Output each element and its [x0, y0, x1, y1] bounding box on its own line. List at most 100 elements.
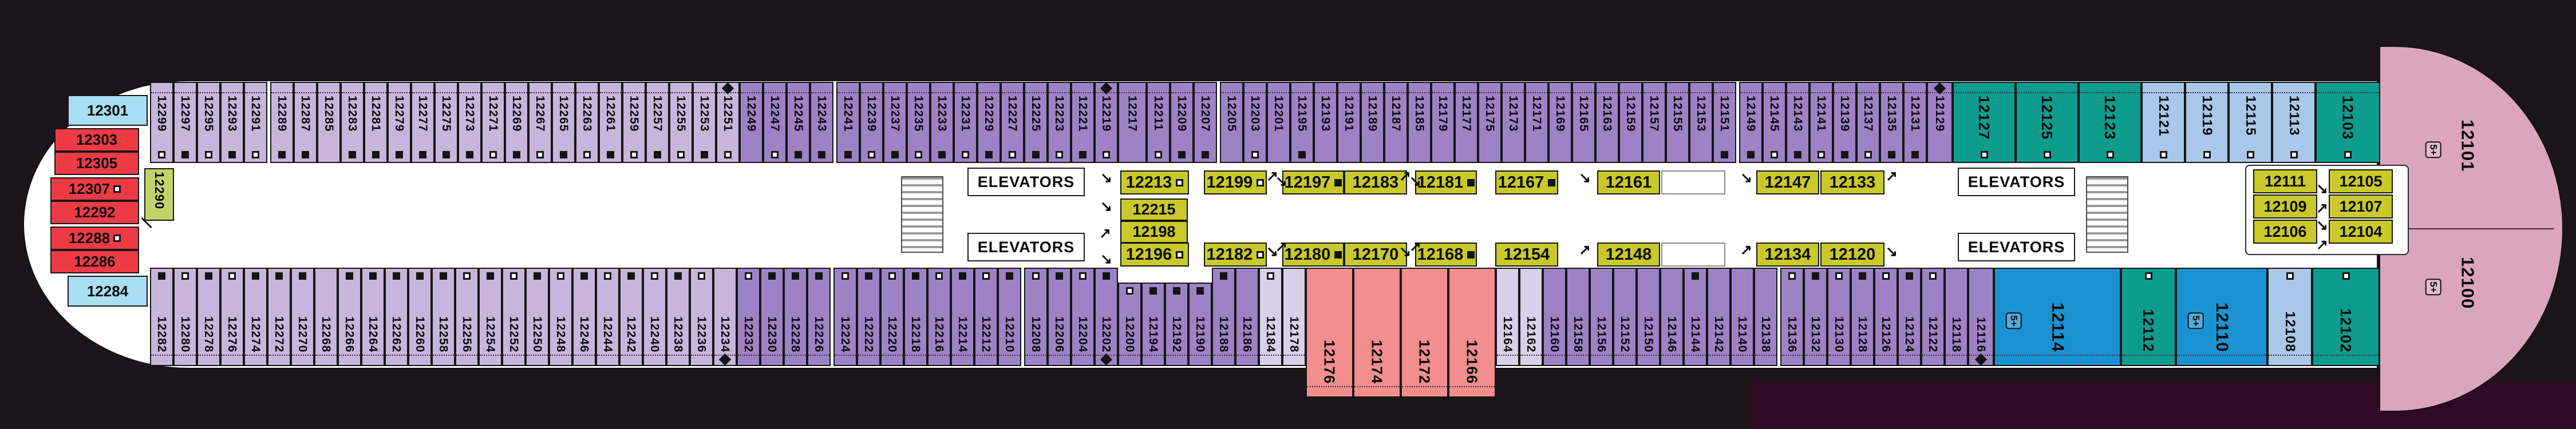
cabin-12203[interactable]: 12203	[1243, 82, 1267, 163]
cabin-12274[interactable]: 12274	[244, 268, 267, 366]
cabin-12151[interactable]: 12151	[1713, 82, 1736, 163]
cabin-12101[interactable]: 12101	[2455, 117, 2481, 214]
cabin-12252[interactable]: 12252	[502, 268, 526, 366]
cabin-12284[interactable]: 12284	[68, 276, 148, 307]
cabin-12293[interactable]: 12293	[220, 82, 244, 163]
cabin-12235[interactable]: 12235	[907, 82, 930, 163]
cabin-12210[interactable]: 12210	[998, 268, 1021, 366]
cabin-12133[interactable]: 12133	[1820, 170, 1884, 194]
cabin-12244[interactable]: 12244	[596, 268, 619, 366]
cabin-12221[interactable]: 12221	[1071, 82, 1095, 163]
cabin-12285[interactable]: 12285	[317, 82, 341, 163]
cabin-12248[interactable]: 12248	[549, 268, 572, 366]
cabin-12283[interactable]: 12283	[341, 82, 364, 163]
cabin-12266[interactable]: 12266	[338, 268, 361, 366]
cabin-12307[interactable]: 12307	[50, 177, 139, 201]
cabin-12180[interactable]: 12180	[1282, 243, 1344, 267]
cabin-12286[interactable]: 12286	[50, 250, 139, 273]
cabin-12208[interactable]: 12208	[1024, 268, 1048, 366]
cabin-12122[interactable]: 12122	[1921, 268, 1945, 366]
cabin-12139[interactable]: 12139	[1833, 82, 1856, 163]
cabin-12169[interactable]: 12169	[1548, 82, 1572, 163]
cabin-12198[interactable]: 12198	[1120, 221, 1188, 243]
cabin-12243[interactable]: 12243	[810, 82, 833, 163]
cabin-12116[interactable]: 12116	[1968, 268, 1994, 366]
cabin-12107[interactable]: 12107	[2329, 194, 2393, 219]
cabin-12167[interactable]: 12167	[1495, 170, 1558, 194]
cabin-12240[interactable]: 12240	[643, 268, 666, 366]
cabin-12228[interactable]: 12228	[784, 268, 807, 366]
cabin-12125[interactable]: 12125	[2016, 82, 2079, 163]
cabin-12189[interactable]: 12189	[1361, 82, 1384, 163]
cabin-12183[interactable]: 12183	[1344, 170, 1407, 194]
cabin-12168[interactable]: 12168	[1415, 243, 1477, 267]
cabin-12137[interactable]: 12137	[1856, 82, 1880, 163]
cabin-12290[interactable]: 12290	[144, 168, 174, 221]
cabin-12118[interactable]: 12118	[1945, 268, 1968, 366]
cabin-12231[interactable]: 12231	[954, 82, 977, 163]
cabin-12146[interactable]: 12146	[1660, 268, 1684, 366]
cabin-12209[interactable]: 12209	[1170, 82, 1194, 163]
cabin-12185[interactable]: 12185	[1408, 82, 1431, 163]
cabin-12246[interactable]: 12246	[572, 268, 596, 366]
cabin-12216[interactable]: 12216	[927, 268, 951, 366]
cabin-12255[interactable]: 12255	[669, 82, 693, 163]
cabin-12269[interactable]: 12269	[505, 82, 528, 163]
cabin-12247[interactable]: 12247	[763, 82, 787, 163]
cabin-12249[interactable]: 12249	[740, 82, 763, 163]
cabin-12160[interactable]: 12160	[1543, 268, 1566, 366]
cabin-12211[interactable]: 12211	[1147, 82, 1170, 163]
cabin-12245[interactable]: 12245	[787, 82, 810, 163]
cabin-12233[interactable]: 12233	[930, 82, 954, 163]
cabin-12241[interactable]: 12241	[836, 82, 860, 163]
cabin-12128[interactable]: 12128	[1851, 268, 1874, 366]
cabin-12120[interactable]: 12120	[1820, 243, 1884, 267]
cabin-12138[interactable]: 12138	[1754, 268, 1777, 366]
cabin-12134[interactable]: 12134	[1756, 243, 1819, 267]
cabin-12223[interactable]: 12223	[1048, 82, 1071, 163]
cabin-12172[interactable]: 12172	[1401, 268, 1448, 398]
cabin-12197[interactable]: 12197	[1282, 170, 1344, 194]
cabin-12265[interactable]: 12265	[552, 82, 575, 163]
cabin-12278[interactable]: 12278	[197, 268, 220, 366]
cabin-12113[interactable]: 12113	[2272, 82, 2316, 163]
cabin-12152[interactable]: 12152	[1613, 268, 1637, 366]
cabin-12292[interactable]: 12292	[50, 201, 139, 224]
cabin-12258[interactable]: 12258	[432, 268, 455, 366]
cabin-12225[interactable]: 12225	[1024, 82, 1048, 163]
cabin-12295[interactable]: 12295	[197, 82, 220, 163]
cabin-12163[interactable]: 12163	[1595, 82, 1619, 163]
cabin-12179[interactable]: 12179	[1431, 82, 1455, 163]
cabin-12103[interactable]: 12103	[2316, 82, 2380, 163]
cabin-12156[interactable]: 12156	[1590, 268, 1613, 366]
cabin-12171[interactable]: 12171	[1525, 82, 1548, 163]
cabin-12267[interactable]: 12267	[528, 82, 552, 163]
cabin-12242[interactable]: 12242	[619, 268, 643, 366]
cabin-12174[interactable]: 12174	[1353, 268, 1401, 398]
cabin-12135[interactable]: 12135	[1880, 82, 1903, 163]
cabin-12206[interactable]: 12206	[1048, 268, 1071, 366]
cabin-12200[interactable]: 12200	[1118, 283, 1141, 366]
cabin-12288[interactable]: 12288	[50, 227, 139, 250]
cabin-12176[interactable]: 12176	[1306, 268, 1353, 398]
cabin-12224[interactable]: 12224	[833, 268, 857, 366]
cabin-12147[interactable]: 12147	[1756, 170, 1819, 194]
cabin-12190[interactable]: 12190	[1188, 283, 1212, 366]
cabin-12222[interactable]: 12222	[857, 268, 880, 366]
cabin-12165[interactable]: 12165	[1572, 82, 1595, 163]
cabin-12111[interactable]: 12111	[2253, 169, 2317, 193]
cabin-12106[interactable]: 12106	[2253, 220, 2317, 244]
cabin-12175[interactable]: 12175	[1478, 82, 1502, 163]
cabin-12220[interactable]: 12220	[880, 268, 904, 366]
cabin-12289[interactable]: 12289	[270, 82, 294, 163]
cabin-12226[interactable]: 12226	[807, 268, 831, 366]
cabin-12191[interactable]: 12191	[1337, 82, 1361, 163]
cabin-12196[interactable]: 12196	[1120, 243, 1189, 267]
cabin-12232[interactable]: 12232	[737, 268, 760, 366]
cabin-12254[interactable]: 12254	[479, 268, 502, 366]
cabin-12194[interactable]: 12194	[1141, 283, 1165, 366]
cabin-12112[interactable]: 12112	[2121, 268, 2176, 366]
cabin-12170[interactable]: 12170	[1344, 243, 1407, 267]
cabin-12108[interactable]: 12108	[2267, 268, 2312, 366]
